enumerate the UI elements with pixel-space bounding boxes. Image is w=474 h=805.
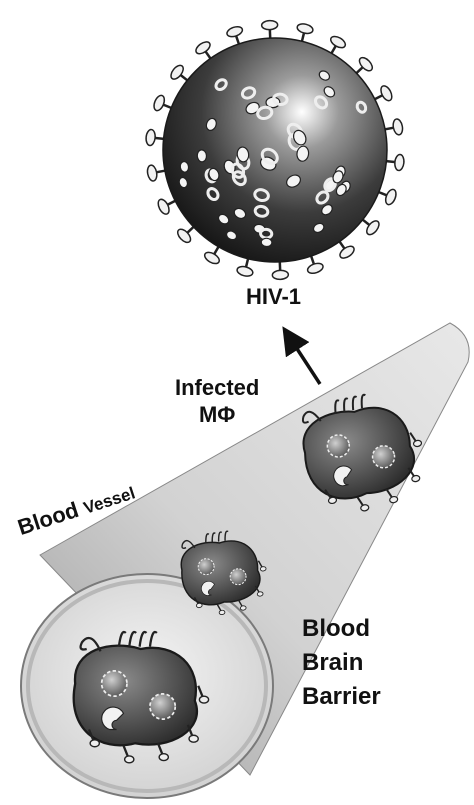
infected-macrophage-label: Infected MΦ: [175, 374, 259, 428]
blood-brain-barrier-label: Blood Brain Barrier: [302, 612, 381, 714]
infected-label-line1: Infected: [175, 374, 259, 401]
bbb-label-line3: Barrier: [302, 680, 381, 714]
hiv-virus-icon: [145, 20, 404, 279]
virus-label: HIV-1: [246, 286, 301, 308]
bbb-label-line1: Blood: [302, 612, 381, 646]
bbb-label-line2: Brain: [302, 646, 381, 680]
infected-label-line2: MΦ: [175, 401, 259, 428]
arrow-icon: [290, 338, 320, 384]
